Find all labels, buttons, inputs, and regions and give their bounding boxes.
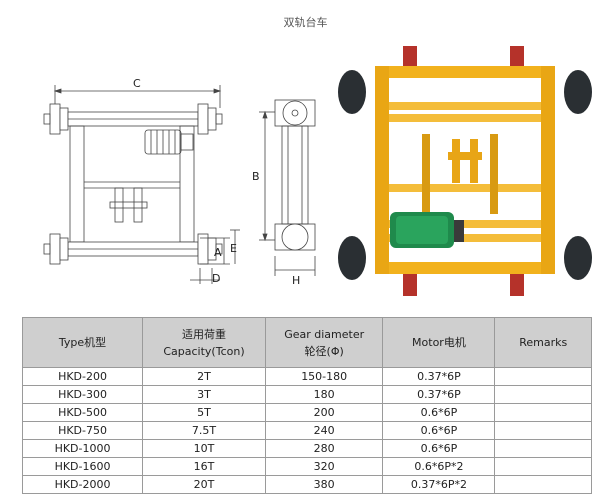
- cell-remarks: [494, 367, 592, 386]
- cell-motor: 0.37*6P: [382, 367, 496, 386]
- cell-remarks: [494, 475, 592, 494]
- cell-gear-diameter: 150-180: [264, 367, 384, 386]
- cell-type: HKD-300: [21, 385, 144, 404]
- wheel-icon: [338, 70, 592, 280]
- page-title: 双轨台车: [283, 16, 328, 29]
- cell-type: HKD-1600: [21, 457, 144, 476]
- header-remarks: Remarks: [494, 317, 592, 368]
- cell-type: HKD-750: [21, 421, 144, 440]
- cell-motor: 0.6*6P: [382, 403, 496, 422]
- table-row: HKD-200 2T 150-180 0.37*6P: [21, 367, 592, 386]
- dim-label-h: H: [292, 274, 300, 287]
- cell-gear-diameter: 320: [264, 457, 384, 476]
- cell-remarks: [494, 421, 592, 440]
- cell-remarks: [494, 439, 592, 458]
- cell-capacity: 5T: [142, 403, 266, 422]
- cell-motor: 0.6*6P: [382, 439, 496, 458]
- cell-capacity: 2T: [142, 367, 266, 386]
- cell-gear-diameter: 240: [264, 421, 384, 440]
- cell-motor: 0.6*6P*2: [382, 457, 496, 476]
- cell-gear-diameter: 200: [264, 403, 384, 422]
- motor-icon: [390, 212, 464, 248]
- cell-motor: 0.6*6P: [382, 421, 496, 440]
- table-row: HKD-300 3T 180 0.37*6P: [21, 385, 592, 404]
- cell-gear-diameter: 380: [264, 475, 384, 494]
- cell-capacity: 10T: [142, 439, 266, 458]
- header-motor: Motor电机: [382, 317, 496, 368]
- dim-label-d: D: [212, 272, 220, 285]
- dim-label-b: B: [252, 170, 260, 183]
- cell-type: HKD-2000: [21, 475, 144, 494]
- table-row: HKD-2000 20T 380 0.37*6P*2: [21, 475, 592, 494]
- cell-capacity: 20T: [142, 475, 266, 494]
- buffer-spring-icon: [403, 46, 524, 296]
- table-row: HKD-1600 16T 320 0.6*6P*2: [21, 457, 592, 476]
- table-row: HKD-500 5T 200 0.6*6P: [21, 403, 592, 422]
- cell-motor: 0.37*6P*2: [382, 475, 496, 494]
- table-row: HKD-750 7.5T 240 0.6*6P: [21, 421, 592, 440]
- cell-type: HKD-500: [21, 403, 144, 422]
- dim-label-a: A: [214, 246, 222, 259]
- cell-motor: 0.37*6P: [382, 385, 496, 404]
- table-row: HKD-1000 10T 280 0.6*6P: [21, 439, 592, 458]
- dim-label-c: C: [133, 77, 141, 90]
- cell-gear-diameter: 280: [264, 439, 384, 458]
- cell-remarks: [494, 385, 592, 404]
- cell-capacity: 3T: [142, 385, 266, 404]
- cell-remarks: [494, 457, 592, 476]
- dim-label-e: E: [230, 242, 237, 255]
- cell-gear-diameter: 180: [264, 385, 384, 404]
- header-type: Type机型: [21, 317, 144, 368]
- trolley-photo: [338, 46, 592, 296]
- cell-capacity: 16T: [142, 457, 266, 476]
- cell-type: HKD-1000: [21, 439, 144, 458]
- cell-remarks: [494, 403, 592, 422]
- technical-drawing: C B A E D H: [43, 77, 316, 287]
- cell-capacity: 7.5T: [142, 421, 266, 440]
- cell-type: HKD-200: [21, 367, 144, 386]
